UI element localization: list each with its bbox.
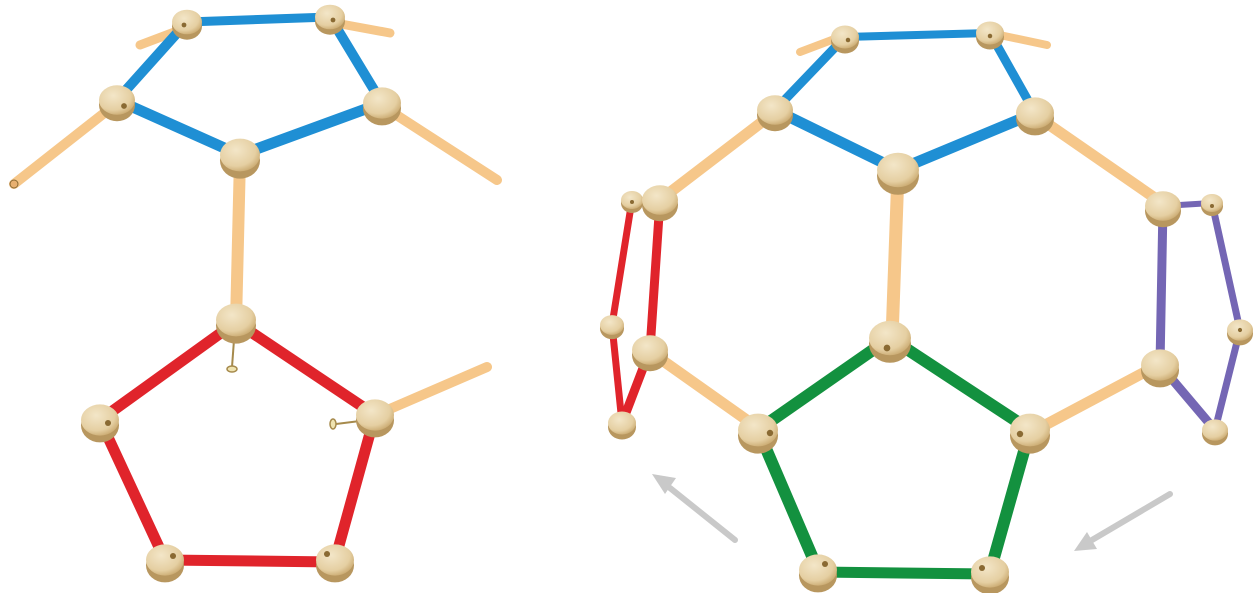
connector-ball <box>1010 413 1050 454</box>
connector-ball <box>1145 191 1181 228</box>
blue-rod <box>234 97 388 161</box>
tan-rod <box>1029 109 1171 211</box>
green-rod <box>884 332 1036 436</box>
connector-ball <box>757 95 793 132</box>
pin-head <box>329 418 337 430</box>
rotation-arrows <box>652 474 1173 551</box>
connector-ball <box>315 4 345 35</box>
socket-hole <box>323 550 331 558</box>
left-arrow <box>652 474 738 543</box>
socket-hole <box>1016 430 1024 438</box>
connector-ball <box>632 335 668 372</box>
left-pins <box>226 339 361 430</box>
connector-ball <box>172 9 202 40</box>
connector-ball <box>1016 97 1054 136</box>
green-rod <box>752 332 896 436</box>
blue-rod <box>841 29 994 41</box>
right-green-pentagon <box>752 332 1036 580</box>
connector-ball <box>877 152 919 195</box>
tan-rod <box>1026 359 1164 438</box>
right-red-pentagon <box>608 195 665 428</box>
socket-hole <box>121 103 127 109</box>
socket-hole <box>104 419 112 427</box>
connector-ball <box>608 411 636 440</box>
socket-hole <box>630 200 634 204</box>
red-rod <box>94 414 171 566</box>
right-model <box>600 21 1253 593</box>
connector-ball <box>99 85 135 122</box>
connector-ball <box>869 320 911 363</box>
red-rod <box>645 195 665 355</box>
tan-rod <box>654 106 781 206</box>
connector-ball <box>356 399 394 438</box>
purple-rod <box>1208 199 1244 334</box>
left-balls <box>9 4 401 583</box>
socket-hole <box>987 33 993 39</box>
right-blue-pentagon <box>769 28 1041 176</box>
rod-end-cap <box>9 179 19 189</box>
purple-rod <box>1155 201 1168 370</box>
red-rod <box>608 196 636 329</box>
left-connector-rods <box>9 17 502 420</box>
connector-ball <box>1141 349 1179 388</box>
right-balls <box>600 21 1253 593</box>
tan-rod <box>371 362 492 420</box>
connector-ball <box>363 87 401 126</box>
socket-hole <box>821 560 829 568</box>
connector-ball <box>831 25 859 54</box>
green-rod <box>752 424 824 576</box>
right-arrow <box>1074 491 1173 551</box>
connector-ball <box>738 413 778 454</box>
connector-ball <box>316 544 354 583</box>
red-rod <box>94 316 242 426</box>
socket-hole <box>181 22 187 28</box>
connector-ball <box>1201 193 1223 216</box>
connector-ball <box>220 138 260 179</box>
red-rod <box>159 554 341 568</box>
tan-rod <box>885 165 905 345</box>
right-connector-rods <box>646 29 1171 438</box>
blue-rod <box>111 94 246 161</box>
red-rod <box>608 321 626 427</box>
socket-hole <box>883 344 891 352</box>
left-model <box>9 4 502 583</box>
blue-rod <box>892 107 1041 176</box>
connector-ball <box>216 303 256 344</box>
right-purple-pentagon <box>1155 199 1244 435</box>
connector-ball <box>146 544 184 583</box>
connector-ball <box>642 185 678 222</box>
connector-ball <box>1227 319 1253 346</box>
connector-ball <box>799 554 837 593</box>
connector-ball <box>1202 419 1228 446</box>
socket-hole <box>1237 327 1243 333</box>
connector-ball <box>81 404 119 443</box>
purple-rod <box>1211 326 1244 434</box>
socket-hole <box>169 552 177 560</box>
blue-rod <box>770 32 850 115</box>
socket-hole <box>330 17 336 23</box>
blue-rod <box>182 12 335 27</box>
socket-hole <box>1210 204 1214 208</box>
tan-rod <box>379 102 502 185</box>
green-rod <box>812 566 996 580</box>
connector-ball <box>971 556 1009 593</box>
blue-rod <box>112 17 192 105</box>
connector-ball <box>976 21 1004 50</box>
tan-rod <box>230 152 246 328</box>
connector-ball <box>621 190 643 213</box>
connector-ball <box>600 315 624 340</box>
tan-rod <box>646 347 764 434</box>
left-red-pentagon <box>94 316 381 568</box>
green-rod <box>984 424 1036 578</box>
red-rod <box>230 316 381 421</box>
blue-rod <box>769 104 904 176</box>
socket-hole <box>845 37 851 43</box>
socket-hole <box>766 429 774 437</box>
socket-hole <box>978 564 986 572</box>
tan-rod <box>9 98 122 189</box>
red-rod <box>329 409 381 566</box>
pin-head <box>226 365 238 373</box>
